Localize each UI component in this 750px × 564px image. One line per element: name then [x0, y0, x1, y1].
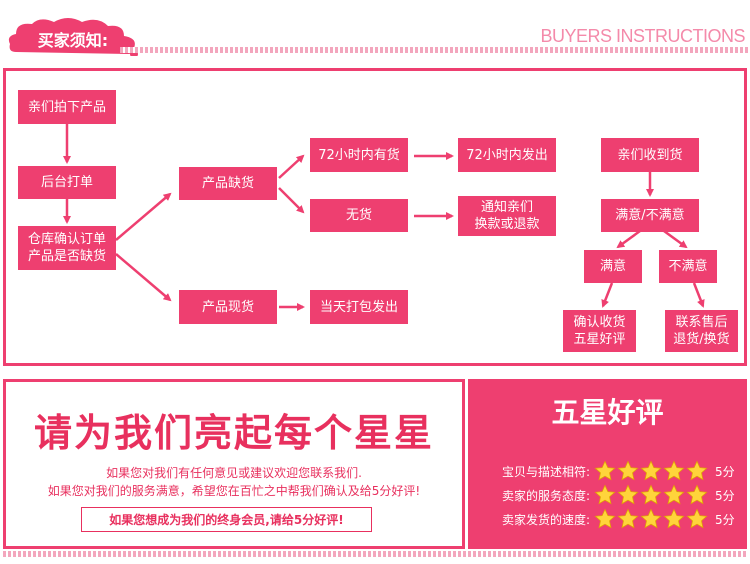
star-icon	[686, 460, 708, 481]
header-title: 买家须知:	[37, 31, 109, 50]
rating-row-shipping: 卖家发货的速度: 5分	[472, 507, 747, 531]
star-icon	[640, 508, 662, 529]
flow-step-72h-ship: 72小时内发出	[458, 138, 556, 172]
rating-score: 5分	[715, 464, 735, 479]
rating-stars	[594, 508, 709, 530]
rating-stars	[594, 460, 709, 482]
rating-score: 5分	[715, 512, 735, 527]
slogan-line-1: 如果您对我们有任何意见或建议欢迎您联系我们.	[106, 466, 362, 480]
flow-step-check-stock: 仓库确认订单 产品是否缺货	[18, 226, 116, 270]
flow-step-received: 亲们收到货	[601, 138, 699, 172]
flow-step-notify-refund: 通知亲们 换款或退款	[458, 196, 556, 236]
star-icon	[686, 508, 708, 529]
star-icon	[594, 484, 616, 505]
flow-step-no-stock: 无货	[310, 199, 408, 232]
star-icon	[617, 460, 639, 481]
star-icon	[663, 508, 685, 529]
flow-step-bid: 亲们拍下产品	[18, 90, 116, 124]
star-icon	[617, 484, 639, 505]
member-notice: 如果您想成为我们的终身会员,请给5分好评!	[81, 507, 372, 532]
flow-step-contact-service: 联系售后 退货/换货	[665, 310, 738, 352]
star-icon	[640, 484, 662, 505]
flow-step-same-day-ship: 当天打包发出	[310, 290, 408, 324]
star-icon	[663, 460, 685, 481]
flow-step-confirm-review: 确认收货 五星好评	[563, 310, 636, 352]
flow-step-72h-available: 72小时内有货	[310, 138, 408, 172]
rating-row-service: 卖家的服务态度: 5分	[472, 483, 747, 507]
slogan-line-2: 如果您对我们的服务满意，希望您在百忙之中帮我们确认及给5分好评!	[47, 484, 421, 498]
flow-step-satisfied: 满意	[584, 250, 642, 283]
header-dotted-line	[120, 47, 750, 53]
star-icon	[594, 508, 616, 529]
flow-step-satisfied-or-not: 满意/不满意	[601, 199, 699, 232]
rating-label: 宝贝与描述相符:	[501, 464, 590, 479]
rating-stars	[594, 484, 709, 506]
star-icon	[640, 460, 662, 481]
rating-score: 5分	[715, 488, 735, 503]
flow-step-in-stock: 产品现货	[179, 290, 277, 324]
flow-step-out-of-stock: 产品缺货	[179, 167, 277, 200]
rating-label: 卖家发货的速度:	[501, 512, 590, 527]
bottom-dotted-line	[3, 551, 747, 557]
rating-title: 五星好评	[551, 396, 664, 429]
rating-label: 卖家的服务态度:	[501, 488, 590, 503]
rating-row-description: 宝贝与描述相符: 5分	[472, 459, 747, 483]
slogan-panel	[3, 379, 465, 549]
star-icon	[617, 508, 639, 529]
header-english-title: BUYERS INSTRUCTIONS	[540, 26, 745, 46]
star-icon	[686, 484, 708, 505]
flow-step-unsatisfied: 不满意	[659, 250, 717, 283]
flow-step-order: 后台打单	[18, 166, 116, 199]
star-icon	[663, 484, 685, 505]
slogan-main: 请为我们亮起每个星星	[33, 411, 434, 455]
star-icon	[594, 460, 616, 481]
